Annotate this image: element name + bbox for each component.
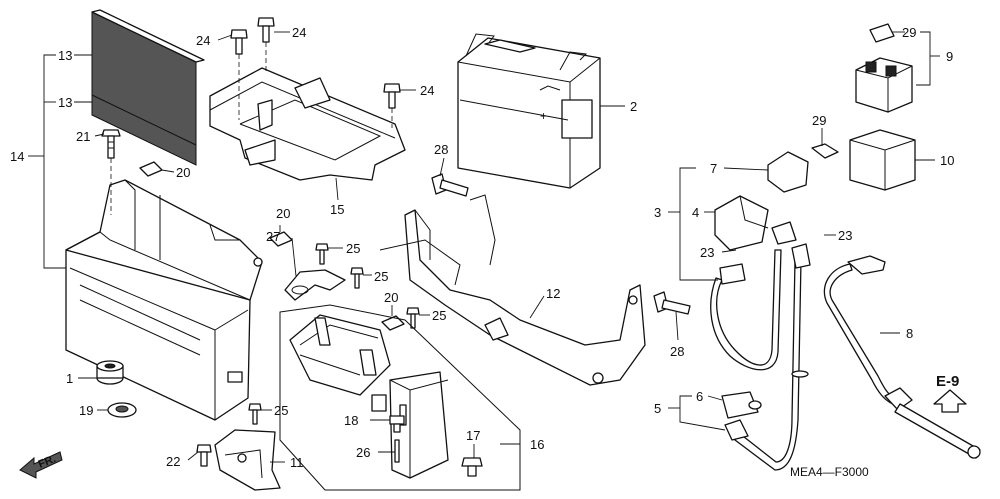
battery-box-part	[65, 179, 263, 421]
callout-11: 11	[290, 455, 304, 470]
screw-25-part	[248, 243, 420, 425]
leader-lines	[28, 31, 940, 463]
callout-12: 12	[546, 286, 560, 301]
diagram-code: MEA4—F3000	[790, 465, 869, 479]
callout-29: 29	[812, 113, 826, 128]
battery-part: +	[457, 33, 601, 189]
callout-20: 20	[384, 290, 398, 305]
callout-23: 23	[838, 228, 852, 243]
callout-17: 17	[466, 428, 480, 443]
svg-text:+: +	[540, 109, 547, 123]
callout-13: 13	[58, 48, 72, 63]
terminal-cover-part	[714, 151, 809, 251]
callout-23: 23	[700, 245, 714, 260]
callout-20: 20	[176, 165, 190, 180]
battery-cable-part	[710, 221, 797, 371]
fuse-29-part	[811, 129, 916, 191]
callout-26: 26	[356, 445, 370, 460]
callout-21: 21	[76, 129, 90, 144]
callout-19: 19	[79, 403, 93, 418]
fastener-small-part	[196, 415, 483, 477]
callout-24: 24	[420, 83, 434, 98]
callout-7: 7	[710, 161, 717, 176]
reference-label: E-9	[936, 373, 959, 390]
callout-5: 5	[654, 401, 661, 416]
callout-16: 16	[530, 437, 544, 452]
callout-20: 20	[276, 206, 290, 221]
callout-22: 22	[166, 454, 180, 469]
callout-4: 4	[692, 205, 699, 220]
bolt-24-part	[230, 17, 401, 109]
bracket-part	[214, 429, 281, 491]
callout-25: 25	[432, 308, 446, 323]
clamp-part	[284, 269, 346, 301]
callout-25: 25	[346, 241, 360, 256]
callout-3: 3	[654, 205, 661, 220]
bolt-28-part	[431, 173, 691, 315]
callout-25: 25	[374, 269, 388, 284]
callout-9: 9	[946, 49, 953, 64]
callout-29: 29	[902, 25, 916, 40]
callout-28: 28	[670, 344, 684, 359]
callout-8: 8	[906, 326, 913, 341]
callout-15: 15	[330, 202, 344, 217]
bolt-21-part	[101, 129, 121, 159]
callout-1: 1	[66, 371, 73, 386]
callout-24: 24	[196, 33, 210, 48]
callout-27: 27	[266, 229, 280, 244]
callout-6: 6	[696, 389, 703, 404]
fuse-box-inset	[279, 304, 521, 491]
front-arrow-icon	[19, 451, 63, 479]
callout-24: 24	[292, 25, 306, 40]
starter-relay-part	[855, 23, 913, 113]
grommet-part	[107, 402, 137, 418]
reference-arrow	[933, 389, 967, 413]
rubber-mount-part	[96, 360, 124, 385]
starter-cable-part	[721, 243, 811, 471]
ground-cable-part	[823, 255, 981, 459]
callout-labels: 13 13 14 21 20 1 19 24 24 24 15 2 28 28 …	[10, 25, 954, 470]
callout-13: 13	[58, 95, 72, 110]
callout-2: 2	[630, 99, 637, 114]
foam-pad-part	[91, 9, 205, 166]
callout-14: 14	[10, 149, 24, 164]
callout-25: 25	[274, 403, 288, 418]
battery-stay-part	[379, 194, 646, 386]
callout-10: 10	[940, 153, 954, 168]
callout-28: 28	[434, 142, 448, 157]
battery-holder-plate-part	[209, 67, 406, 181]
callout-18: 18	[344, 413, 358, 428]
